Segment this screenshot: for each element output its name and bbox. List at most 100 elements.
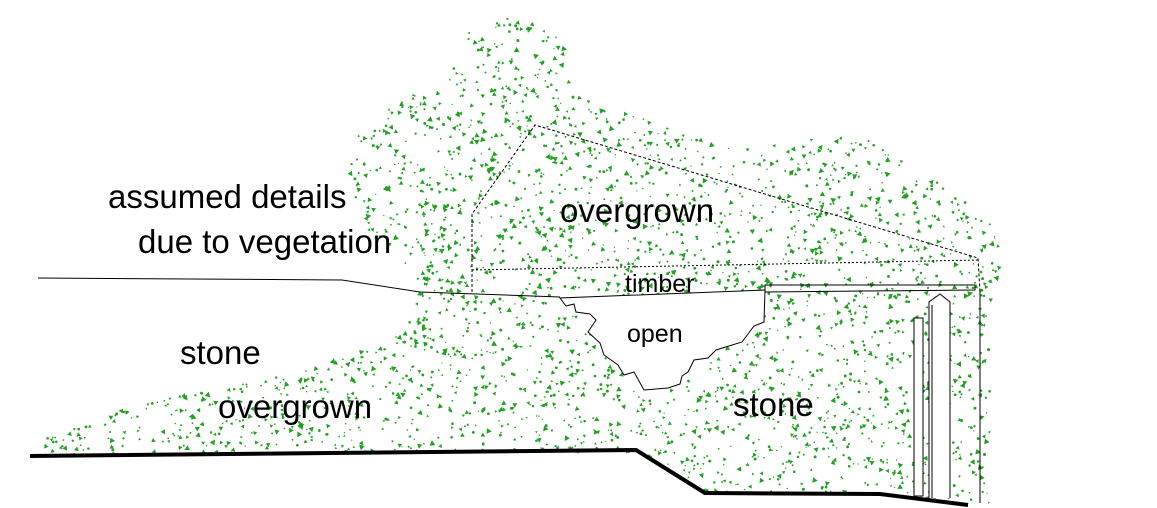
vegetation-speck	[426, 268, 431, 273]
vegetation-speck	[526, 125, 528, 127]
vegetation-speck	[787, 260, 790, 263]
vegetation-speck	[846, 423, 851, 429]
vegetation-speck	[468, 412, 472, 415]
vegetation-speck	[727, 186, 729, 188]
vegetation-speck	[410, 344, 413, 347]
vegetation-speck	[885, 259, 890, 264]
vegetation-speck	[619, 196, 623, 200]
vegetation-speck	[971, 356, 977, 361]
vegetation-speck	[799, 482, 803, 486]
vegetation-speck	[886, 355, 890, 358]
vegetation-speck	[547, 36, 550, 39]
vegetation-speck	[764, 276, 771, 282]
vegetation-speck	[349, 357, 355, 363]
vegetation-speck	[546, 85, 549, 89]
vegetation-speck	[833, 347, 836, 350]
vegetation-speck	[580, 214, 583, 217]
vegetation-speck	[784, 278, 788, 281]
vegetation-speck	[431, 338, 435, 343]
vegetation-speck	[269, 406, 273, 410]
vegetation-speck	[623, 111, 629, 117]
vegetation-speck	[196, 407, 201, 413]
vegetation-speck	[951, 210, 955, 214]
vegetation-speck	[966, 331, 970, 334]
vegetation-speck	[984, 438, 990, 445]
vegetation-speck	[696, 218, 699, 220]
vegetation-speck	[809, 383, 814, 387]
vegetation-speck	[651, 203, 655, 207]
vegetation-speck	[866, 160, 871, 165]
vegetation-speck	[173, 434, 176, 437]
vegetation-speck	[849, 190, 854, 195]
vegetation-speck	[981, 333, 984, 336]
vegetation-speck	[817, 240, 821, 244]
vegetation-speck	[657, 132, 659, 135]
vegetation-speck	[549, 286, 553, 290]
vegetation-speck	[401, 376, 405, 380]
vegetation-speck	[541, 232, 548, 239]
vegetation-speck	[497, 67, 500, 70]
vegetation-speck	[912, 268, 916, 272]
vegetation-speck	[844, 173, 847, 176]
vegetation-speck	[882, 441, 885, 444]
vegetation-speck	[583, 440, 585, 443]
vegetation-speck	[534, 73, 537, 77]
vegetation-speck	[731, 427, 735, 432]
vegetation-speck	[867, 196, 873, 202]
vegetation-speck	[542, 403, 546, 408]
vegetation-speck	[543, 144, 546, 148]
vegetation-speck	[845, 283, 847, 285]
vegetation-speck	[562, 261, 566, 265]
vegetation-speck	[827, 410, 830, 413]
vegetation-speck	[738, 192, 742, 195]
vegetation-speck	[824, 485, 828, 489]
vegetation-speck	[613, 250, 616, 253]
vegetation-speck	[491, 340, 498, 346]
vegetation-speck	[455, 386, 458, 389]
vegetation-speck	[705, 399, 709, 404]
vegetation-speck	[299, 388, 302, 390]
vegetation-speck	[514, 303, 516, 305]
vegetation-speck	[542, 29, 545, 33]
vegetation-speck	[421, 324, 425, 327]
vegetation-speck	[519, 345, 522, 348]
vegetation-speck	[629, 269, 634, 274]
vegetation-speck	[486, 428, 492, 434]
vegetation-speck	[414, 345, 417, 348]
vegetation-speck	[776, 351, 779, 354]
vegetation-speck	[544, 348, 549, 354]
vegetation-speck	[666, 260, 669, 263]
ground-line	[29, 448, 969, 507]
vegetation-speck	[426, 116, 433, 122]
vegetation-speck	[801, 154, 807, 159]
vegetation-speck	[575, 340, 578, 342]
vegetation-speck	[753, 346, 756, 348]
vegetation-speck	[363, 173, 368, 179]
vegetation-speck	[819, 250, 824, 255]
vegetation-speck	[396, 394, 402, 400]
vegetation-speck	[764, 186, 767, 189]
vegetation-speck	[791, 302, 796, 306]
vegetation-speck	[514, 77, 517, 81]
vegetation-speck	[854, 312, 857, 315]
vegetation-speck	[885, 320, 890, 325]
vegetation-speck	[605, 282, 612, 287]
vegetation-speck	[588, 108, 590, 111]
vegetation-speck	[900, 429, 905, 434]
vegetation-speck	[361, 356, 364, 359]
vegetation-speck	[437, 436, 440, 439]
vegetation-speck	[478, 40, 480, 42]
vegetation-speck	[683, 212, 687, 217]
vegetation-speck	[461, 414, 465, 418]
vegetation-speck	[787, 206, 790, 209]
vegetation-speck	[590, 269, 593, 271]
vegetation-speck	[732, 396, 734, 399]
vegetation-speck	[670, 440, 674, 444]
vegetation-speck	[492, 391, 496, 396]
vegetation-speck	[884, 405, 887, 409]
vegetation-speck	[719, 220, 724, 225]
vegetation-speck	[458, 350, 462, 354]
vegetation-speck	[819, 191, 825, 197]
vegetation-speck	[887, 274, 890, 278]
vegetation-speck	[907, 300, 911, 304]
